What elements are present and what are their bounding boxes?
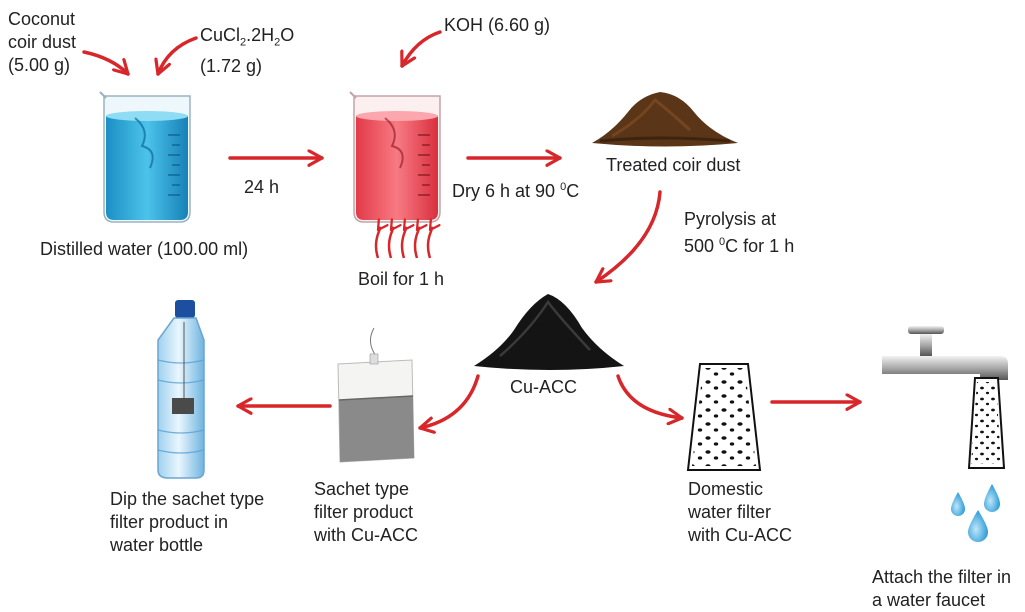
water-bottle-icon: [157, 300, 205, 479]
treated-coir-pile-icon: [592, 92, 738, 147]
cucl2-formula: CuCl2.2H2O: [200, 25, 295, 49]
domestic-filter-icon: [686, 363, 762, 471]
faucet-caption-line1: Attach the filter in: [872, 567, 1012, 587]
sachet-icon: [337, 327, 415, 463]
coconut-label: Coconut coir dust (5.00 g): [8, 8, 76, 77]
arrow-koh: [402, 30, 442, 68]
cucl2-mass: (1.72 g): [200, 55, 263, 76]
pyrolysis-line2: 500 0C for 1 h: [684, 236, 795, 256]
faucet-icon: [882, 326, 1008, 469]
bottle-caption-line2: filter product in: [110, 512, 229, 532]
cu-acc-label: Cu-ACC: [510, 377, 578, 397]
boil-label: Boil for 1 h: [358, 269, 445, 289]
bottle-caption-line3: water bottle: [110, 535, 204, 555]
beaker-blue-icon: [99, 91, 191, 223]
distilled-water-label: Distilled water (100.00 ml): [40, 239, 249, 259]
sachet-caption: Sachet type filter product with Cu-ACC: [314, 478, 418, 547]
dry-label: Dry 6 h at 90 0C: [452, 181, 580, 201]
coconut-mass: (5.00 g): [8, 55, 71, 75]
domestic-caption: Domestic water filter with Cu-ACC: [688, 478, 792, 547]
bottle-caption-line1: Dip the sachet type: [110, 489, 265, 509]
beaker-red-icon: [349, 91, 441, 223]
treated-coir-label: Treated coir dust: [606, 155, 741, 175]
domestic-caption-line3: with Cu-ACC: [688, 525, 793, 545]
bottle-caption: Dip the sachet type filter product in wa…: [110, 488, 264, 557]
arrow-coconut: [82, 50, 130, 76]
cucl2-label: CuCl2.2H2O (1.72 g): [200, 24, 294, 78]
koh-label: KOH (6.60 g): [444, 15, 551, 35]
sachet-caption-line2: filter product: [314, 502, 414, 522]
arrow-cucl2: [158, 36, 198, 76]
sachet-caption-line3: with Cu-ACC: [314, 525, 419, 545]
mix-time-label: 24 h: [244, 177, 280, 197]
sachet-caption-line1: Sachet type: [314, 479, 410, 499]
coconut-line1: Coconut: [8, 9, 76, 29]
arrow-to-domestic: [616, 374, 684, 418]
arrow-pyrolysis: [594, 190, 662, 284]
water-drops-icon: [951, 484, 1000, 542]
heat-arrows-icon: [374, 228, 432, 259]
domestic-caption-line1: Domestic: [688, 479, 764, 499]
faucet-caption: Attach the filter in a water faucet: [872, 566, 1011, 612]
pyrolysis-label: Pyrolysis at 500 0C for 1 h: [684, 208, 794, 258]
domestic-caption-line2: water filter: [688, 502, 772, 522]
coconut-line2: coir dust: [8, 32, 77, 52]
cu-acc-pile-icon: [474, 294, 624, 370]
pyrolysis-line1: Pyrolysis at: [684, 209, 777, 229]
arrow-to-sachet: [418, 374, 480, 428]
faucet-caption-line2: a water faucet: [872, 590, 986, 610]
